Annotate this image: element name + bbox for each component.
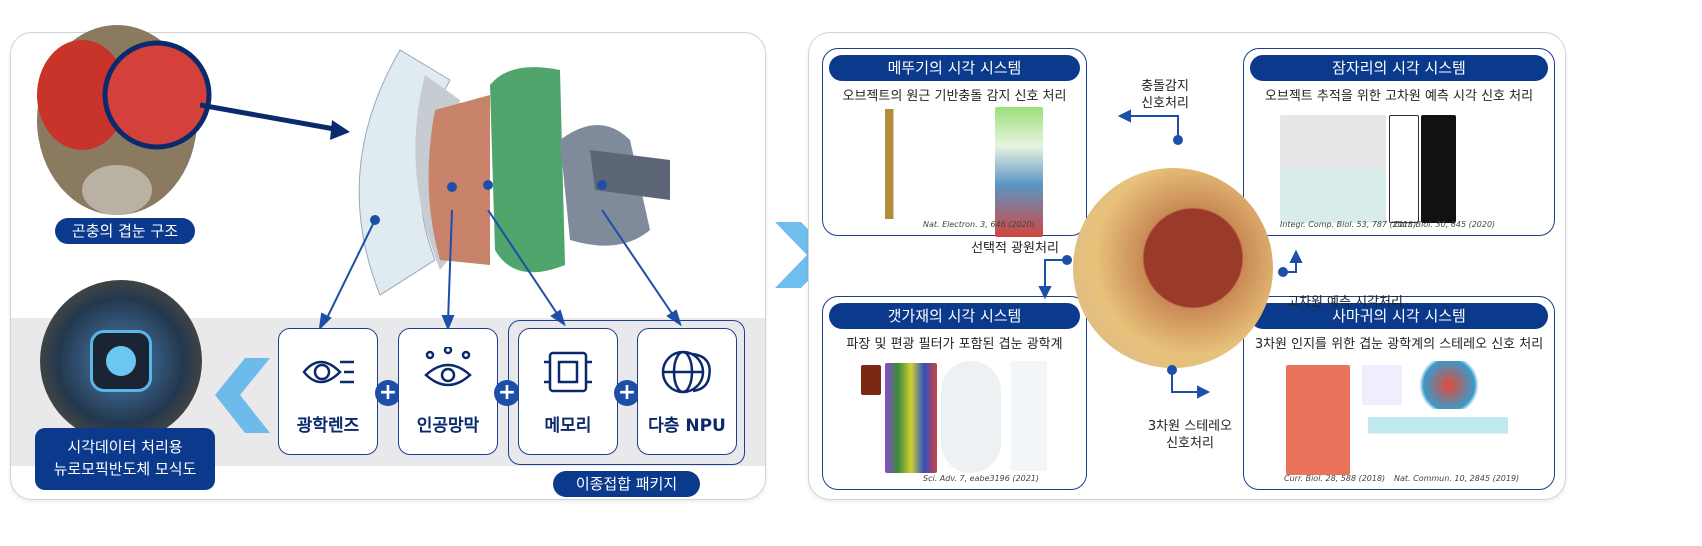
polarization-stack-figure <box>941 361 1001 473</box>
plus-icon: + <box>494 380 520 406</box>
fly-head-photo <box>1073 168 1273 368</box>
neural-circuit-figure <box>995 107 1043 237</box>
system-title: 잠자리의 시각 시스템 <box>1250 55 1548 81</box>
label-line: 신호처리 <box>1141 96 1189 111</box>
system-subtitle: 오브젝트의 원근 기반충돌 감지 신호 처리 <box>842 89 1067 104</box>
locust-diagram-figure <box>843 109 983 219</box>
chip-label: 시각데이터 처리용 뉴로모픽반도체 모식도 <box>35 428 215 490</box>
reference: Nat. Electron. 3, 646 (2020) <box>923 220 1035 229</box>
pointer-arrow-icon <box>200 102 350 140</box>
compound-eye-layers-illustration <box>358 49 670 296</box>
disparity-figure <box>1368 417 1508 472</box>
mantis-shrimp-system-box: 갯가재의 시각 시스템 파장 및 편광 필터가 포함된 겹눈 광학계 Sci. … <box>822 296 1087 490</box>
mantis-photo <box>1286 365 1350 475</box>
label-line: 충돌감지 <box>1141 79 1189 94</box>
filter-spectrum-figure <box>1011 361 1047 471</box>
package-label: 이종접합 패키지 <box>553 471 700 497</box>
photoreceptor-figure <box>885 363 937 473</box>
system-subtitle: 파장 및 편광 필터가 포함된 겹눈 광학계 <box>846 337 1063 352</box>
component-multilayer-npu: 다층 NPU <box>637 328 737 455</box>
component-artificial-retina: 인공망막 <box>398 328 498 455</box>
reference: Nat. Commun. 10, 2845 (2019) <box>1394 474 1520 483</box>
eye-network-icon <box>424 345 472 387</box>
chip-icon <box>544 351 592 393</box>
system-title: 갯가재의 시각 시스템 <box>829 303 1080 329</box>
stereo-setup-figure <box>1362 365 1402 405</box>
brain-globe-icon <box>661 350 711 394</box>
mantis-system-box: 사마귀의 시각 시스템 3차원 인지를 위한 겹눈 광학계의 스테레오 신호 처… <box>1243 296 1555 490</box>
reference: Sci. Adv. 7, eabe3196 (2021) <box>923 474 1040 483</box>
system-title: 사마귀의 시각 시스템 <box>1250 303 1548 329</box>
system-subtitle: 3차원 인지를 위한 겹눈 광학계의 스테레오 신호 처리 <box>1254 337 1544 352</box>
component-memory: 메모리 <box>518 328 618 455</box>
lens-icon <box>302 360 354 384</box>
mantis-brain-figure <box>1414 361 1484 409</box>
dragonfly-system-box: 잠자리의 시각 시스템 오브젝트 추적을 위한 고차원 예측 시각 신호 처리 … <box>1243 48 1555 236</box>
system-title: 메뚜기의 시각 시스템 <box>829 55 1080 81</box>
chip-label-line1: 시각데이터 처리용 <box>67 438 183 456</box>
mantis-shrimp-photo <box>861 365 881 395</box>
neuromorphic-chip-image <box>40 280 202 442</box>
label-line: 신호처리 <box>1166 436 1214 451</box>
predictive-processing-label: 고차원 예측 시각처리 <box>1287 295 1403 310</box>
component-optical-lens: 광학렌즈 <box>278 328 378 455</box>
reference: Curr. Biol. 28, 588 (2018) <box>1284 474 1386 483</box>
component-label: 인공망막 <box>416 416 480 436</box>
insect-label: 곤충의 겹눈 구조 <box>55 218 195 244</box>
connector-lines <box>318 210 682 330</box>
selective-processing-label: 선택적 광원처리 <box>971 241 1059 256</box>
reference: Integr. Comp. Biol. 53, 787 (2013) <box>1280 220 1417 229</box>
plus-icon: + <box>375 380 401 406</box>
insect-head-image <box>22 0 212 220</box>
dragonfly-tracking-figure <box>1280 115 1386 223</box>
component-label: 메모리 <box>544 416 592 436</box>
component-label: 다층 NPU <box>648 416 726 436</box>
flow-arrows <box>1038 109 1303 399</box>
system-subtitle: 오브젝트 추적을 위한 고차원 예측 시각 신호 처리 <box>1264 89 1534 104</box>
locust-system-box: 메뚜기의 시각 시스템 오브젝트의 원근 기반충돌 감지 신호 처리 Nat. … <box>822 48 1087 237</box>
component-label: 광학렌즈 <box>296 416 360 436</box>
chip-label-line2: 뉴로모픽반도체 모식도 <box>53 460 197 478</box>
chevron-left-icon <box>215 358 270 433</box>
plus-icon: + <box>614 380 640 406</box>
dragonfly-brain-figure <box>1421 115 1456 223</box>
label-line: 3차원 스테레오 <box>1147 419 1233 434</box>
reference: Curr. Biol. 30, 645 (2020) <box>1394 220 1496 229</box>
dragonfly-pursuit-figure <box>1389 115 1419 223</box>
